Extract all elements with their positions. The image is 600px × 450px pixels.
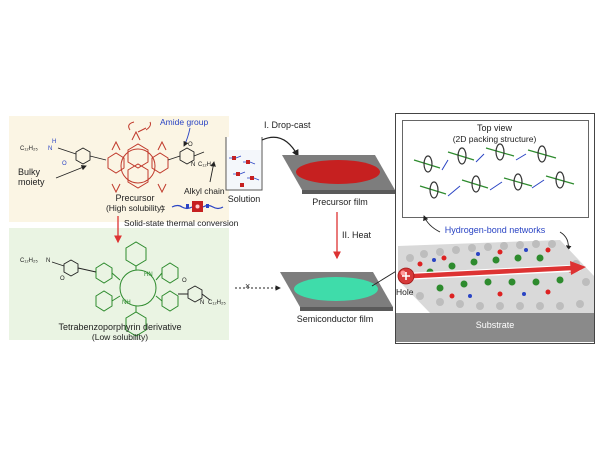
times-sign: × [245,281,251,291]
tbp-panel [9,228,229,340]
precursor-label: Precursor [115,193,155,203]
tbp-alkyl-left: C₁₂H₂₅ [20,258,38,264]
thermal-conversion-label: Solid-state thermal conversion [124,218,239,228]
solution-label: Solution [227,194,261,204]
top-view-molecules [413,143,575,199]
precursor-side-groups [57,147,205,165]
bulky-moiety-label: Bulky moiety [18,167,45,187]
packing-structure-label: (2D packing structure) [452,134,537,144]
tbp-n-right: N [200,300,205,306]
top-view-box [402,120,589,218]
precursor-molecule [107,121,169,194]
drop-cast-arrow [261,136,299,158]
tbp-molecule [95,241,179,337]
molecular-stack [398,240,594,313]
hbond-arrow-left [423,215,441,233]
amide-o-right: O [188,142,193,148]
solution-vial [225,137,263,191]
bulky-moiety-arrow [55,165,87,179]
hole-transport-arrow [410,261,586,280]
tbp-nh: NH [122,300,131,306]
amide-n-left: N [48,146,53,152]
amide-arrow [183,127,191,147]
top-view-label: Top view [476,123,512,133]
substrate-layer [396,313,594,342]
hbond-arrow-right [559,231,572,251]
amide-n-right: N [191,162,196,168]
equals-sign: = [160,203,166,213]
heat-label: II. Heat [342,230,372,240]
semiconductor-film [280,272,393,311]
alkyl-right-label: C₁₂H₂₅ [198,162,216,168]
hole-label: Hole [396,287,414,297]
amide-group-label: Amide group [160,117,209,127]
amide-h-left: H [52,139,57,145]
amide-o-left: O [62,161,67,167]
alkyl-chain-label: Alkyl chain [184,186,225,196]
tbp-hn: HN [144,272,153,278]
semiconductor-film-label: Semiconductor film [296,314,374,324]
tbp-n-left: N [46,258,51,264]
tbp-solubility-label: (Low solubility) [91,332,149,342]
alkyl-left-label: C₁₂H₂₅ [20,146,38,152]
hole-icon [397,267,415,285]
tbp-o-left: O [60,276,65,282]
precursor-film-label: Precursor film [312,197,368,207]
tbp-o-right: O [182,278,187,284]
substrate-label: Substrate [475,320,515,330]
drop-cast-label: I. Drop-cast [264,120,311,130]
hbond-networks-label: Hydrogen-bond networks [444,225,546,235]
alkyl-chain-arrow [209,161,216,183]
tbp-alkyl-right: C₁₂H₂₅ [208,300,226,306]
precursor-film [282,155,395,194]
zoom-connector [371,269,399,287]
tbp-label: Tetrabenzoporphyrin derivative [58,322,182,332]
precursor-schematic-icon [171,201,224,212]
tbp-side-groups [51,259,211,303]
precursor-solubility-label: (High solubility) [105,203,165,213]
solution-molecules [229,155,260,187]
